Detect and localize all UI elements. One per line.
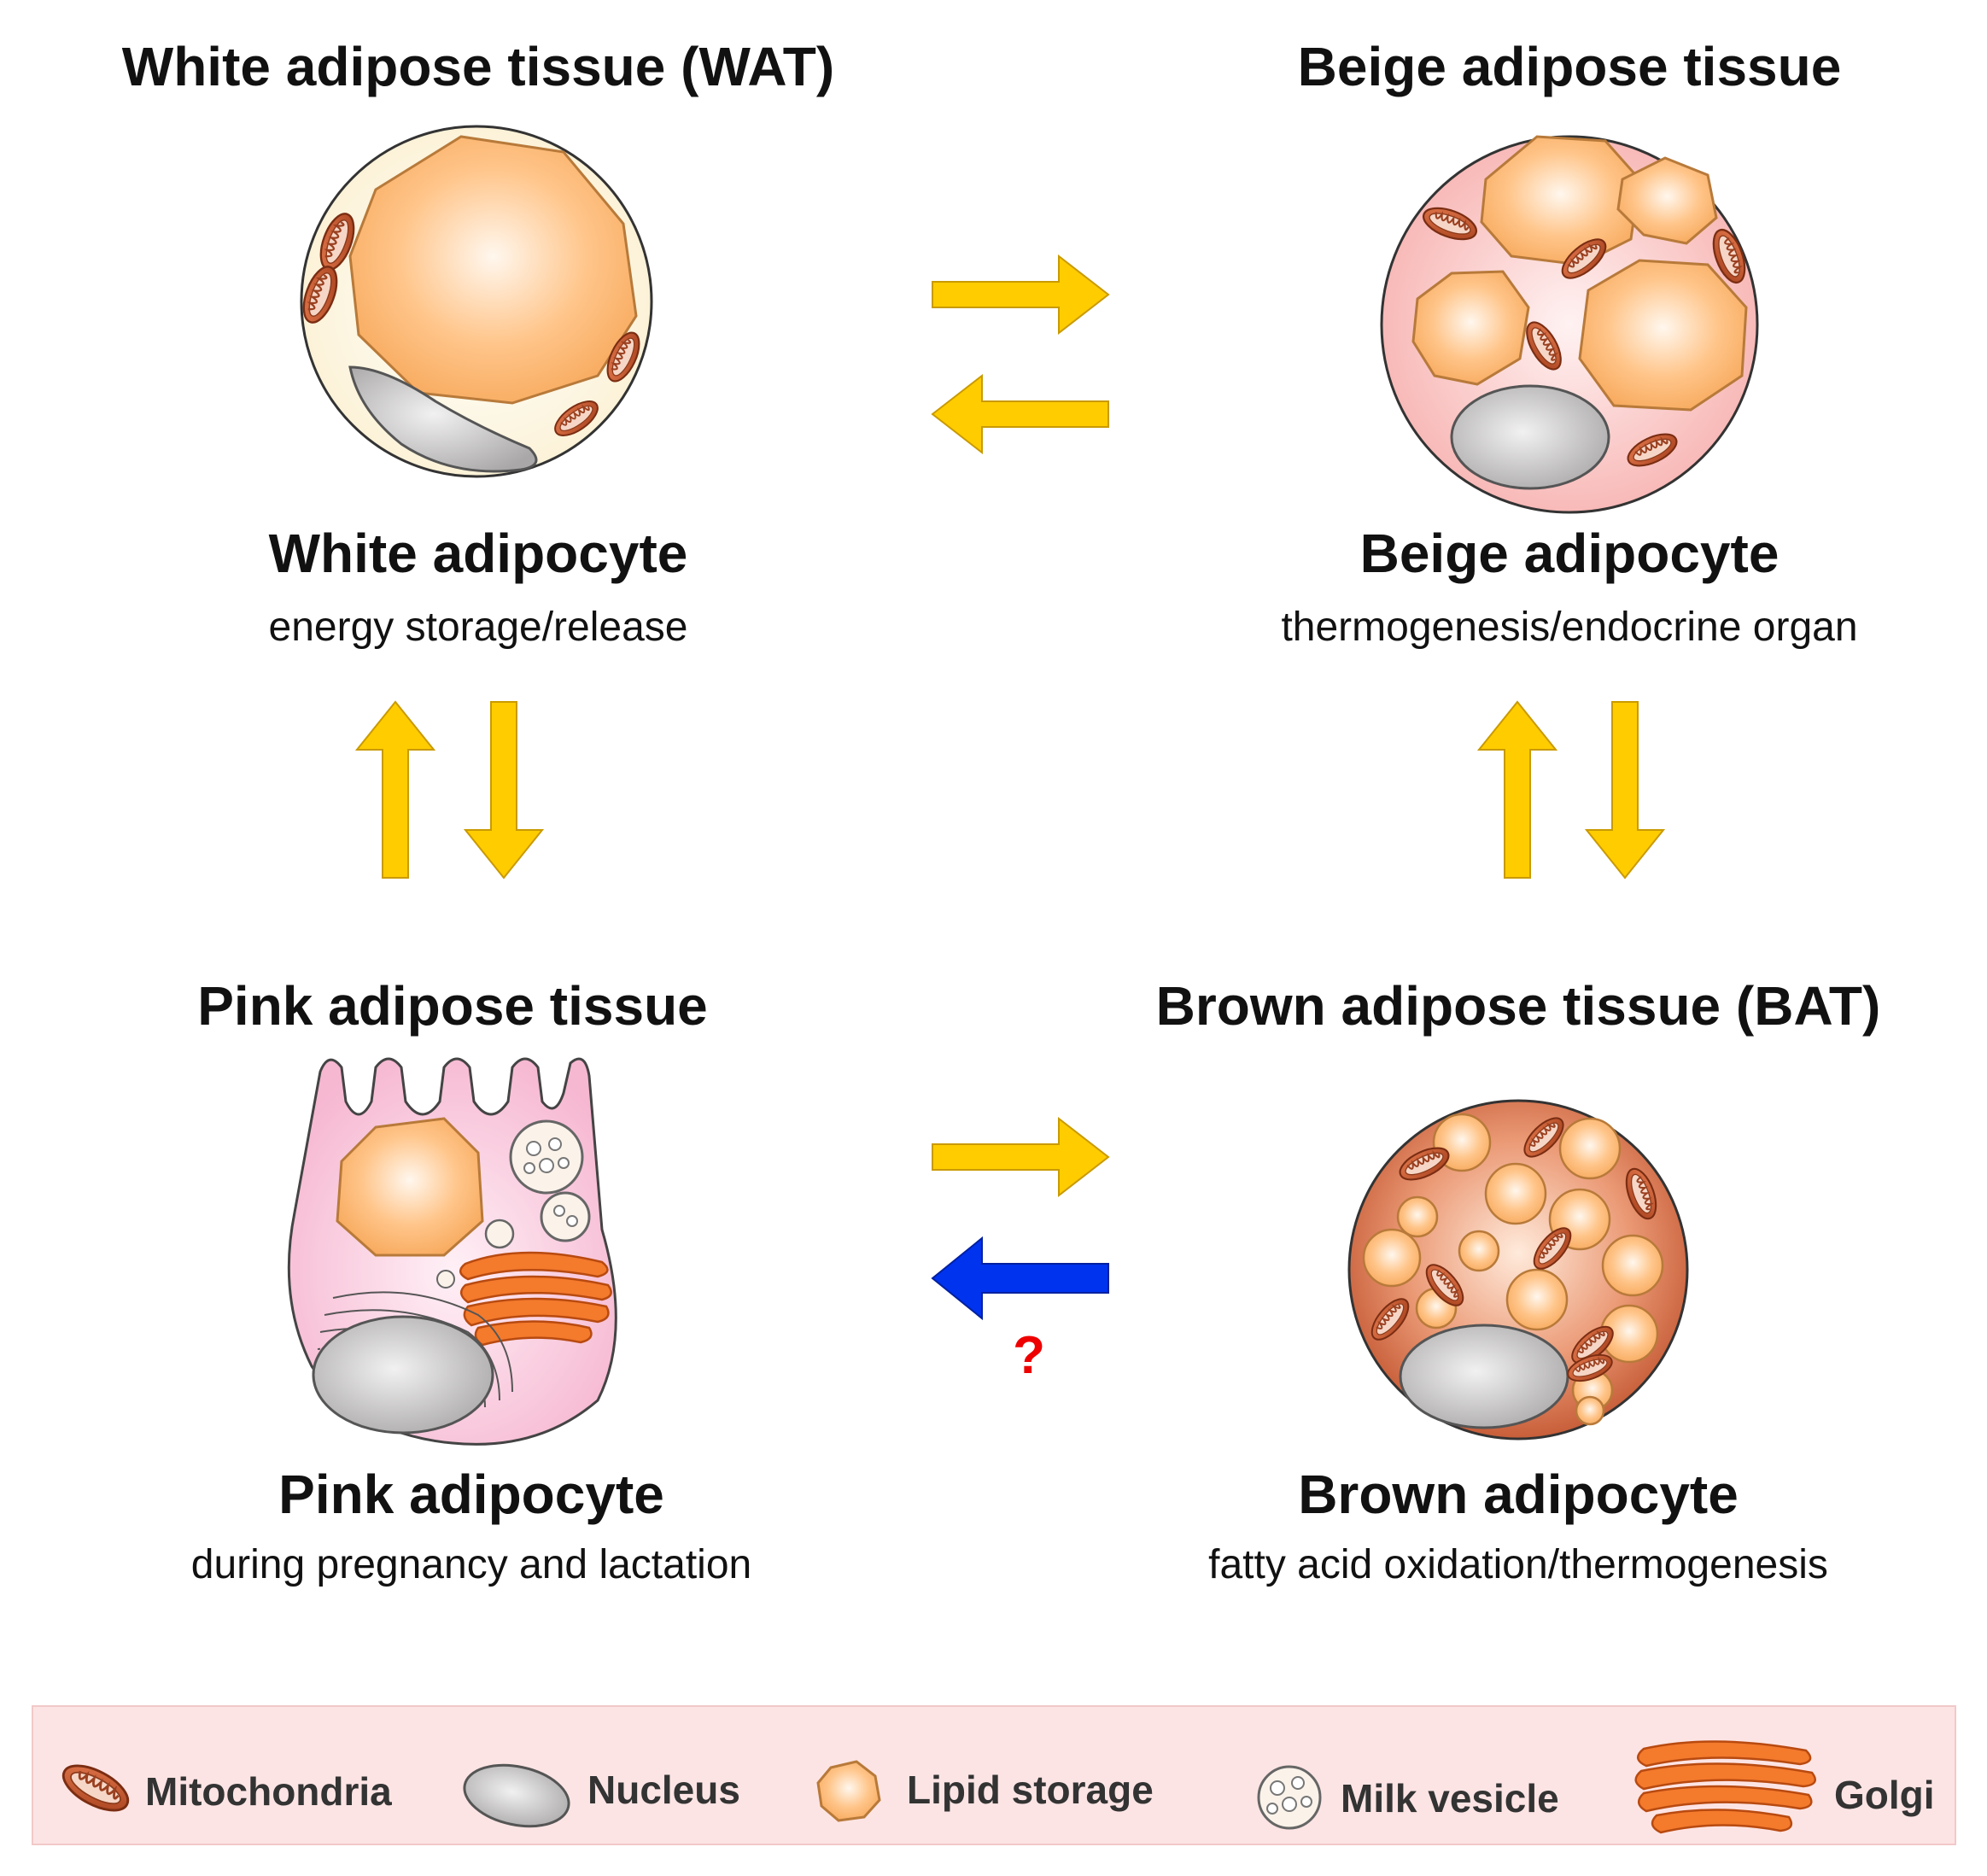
pink-function: during pregnancy and lactation [191,1542,751,1587]
arrow-wat-to-beige [932,254,1110,336]
white-lipid-droplet [348,135,638,405]
pink-milk-vesicles [436,1119,591,1289]
beige-function: thermogenesis/endocrine organ [1281,605,1857,650]
milk-vesicle-icon [1257,1765,1322,1830]
pink-cell-name: Pink adipocyte [278,1464,664,1525]
pink-lipid-droplet [336,1117,484,1257]
arrow-bat-to-beige [1476,700,1558,879]
brown-adipocyte-illustration [1347,1099,1689,1441]
wat-cell-name: White adipocyte [269,523,688,584]
brown-function: fatty acid oxidation/thermogenesis [1208,1542,1828,1587]
white-nucleus [348,365,538,473]
pink-golgi [459,1251,612,1347]
golgi-icon [1634,1740,1816,1834]
wat-title: White adipose tissue (WAT) [122,36,834,97]
beige-cell-name: Beige adipocyte [1360,523,1780,584]
arrow-beige-to-bat [1584,701,1666,880]
brown-cell-name: Brown adipocyte [1298,1464,1739,1525]
bat-title: Brown adipose tissue (BAT) [1156,975,1881,1037]
nucleus-icon [463,1763,570,1828]
arrow-pink-to-bat [932,1116,1110,1198]
beige-adipocyte-illustration [1380,135,1759,514]
arrow-pink-to-wat [354,700,436,879]
legend-label-milk-vesicle: Milk vesicle [1341,1776,1559,1820]
legend-label-mitochondria: Mitochondria [145,1769,392,1814]
beige-nucleus [1450,384,1610,490]
arrow-bat-to-pink [931,1236,1109,1321]
wat-function: energy storage/release [269,605,688,650]
brown-nucleus [1399,1324,1569,1429]
legend: Mitochondria Nucleus Lipid storage Milk … [32,1705,1956,1845]
arrow-wat-to-pink [463,701,545,880]
legend-background [32,1705,1956,1845]
lipid-storage-icon [816,1760,881,1822]
white-adipocyte-illustration [295,125,653,478]
legend-label-golgi: Golgi [1834,1773,1935,1817]
uncertain-question-mark: ? [1013,1326,1045,1385]
beige-title: Beige adipose tissue [1298,36,1842,97]
arrow-beige-to-wat [931,373,1109,455]
pink-adipocyte-illustration [287,1057,617,1446]
pink-nucleus [312,1315,494,1435]
legend-label-lipid-storage: Lipid storage [907,1768,1154,1812]
pink-title: Pink adipose tissue [197,975,708,1037]
legend-label-nucleus: Nucleus [587,1768,740,1812]
